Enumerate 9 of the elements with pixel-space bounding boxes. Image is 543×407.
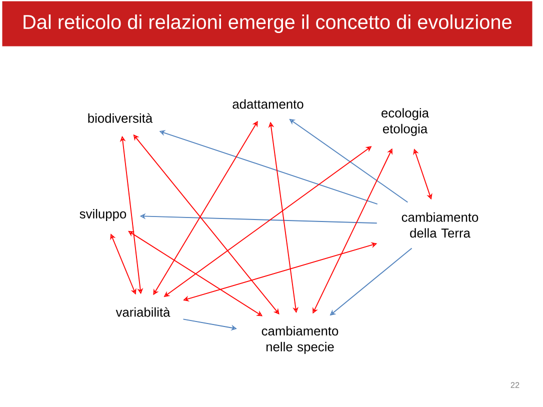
concept-label: cambiamento nelle specie (262, 326, 338, 354)
concept-label: sviluppo (80, 209, 126, 221)
concept-label: adattamento (232, 99, 304, 109)
concept-label: cambiamento della Terra (402, 212, 478, 238)
concept-label: ecologia etologia (382, 108, 429, 136)
title-banner: Dal reticolo di relazioni emerge il concetto di evoluzione (2, 1, 532, 46)
concept-label: variabilità (116, 307, 170, 317)
concept-label: biodiversità (88, 113, 153, 123)
page-number: 22 (510, 382, 520, 388)
